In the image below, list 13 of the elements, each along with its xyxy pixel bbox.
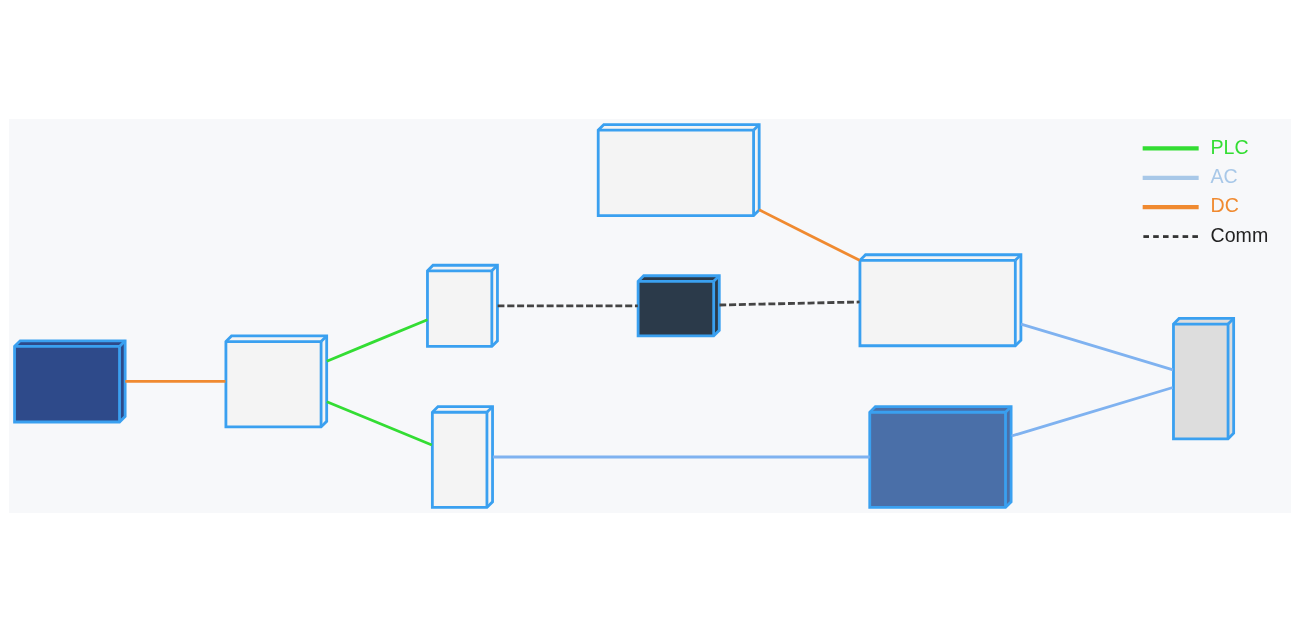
connector	[1020, 322, 1174, 372]
legend-label: PLC	[1210, 135, 1249, 158]
connector	[497, 304, 638, 308]
legend-label: Comm	[1210, 223, 1269, 246]
connector	[758, 208, 861, 262]
legend-label: AC	[1210, 164, 1238, 187]
connector	[125, 380, 226, 383]
connector	[719, 300, 860, 307]
connector	[326, 318, 428, 363]
legend-label: DC	[1210, 194, 1239, 217]
connector	[492, 455, 870, 459]
connector	[1011, 386, 1174, 438]
connector	[326, 400, 433, 447]
